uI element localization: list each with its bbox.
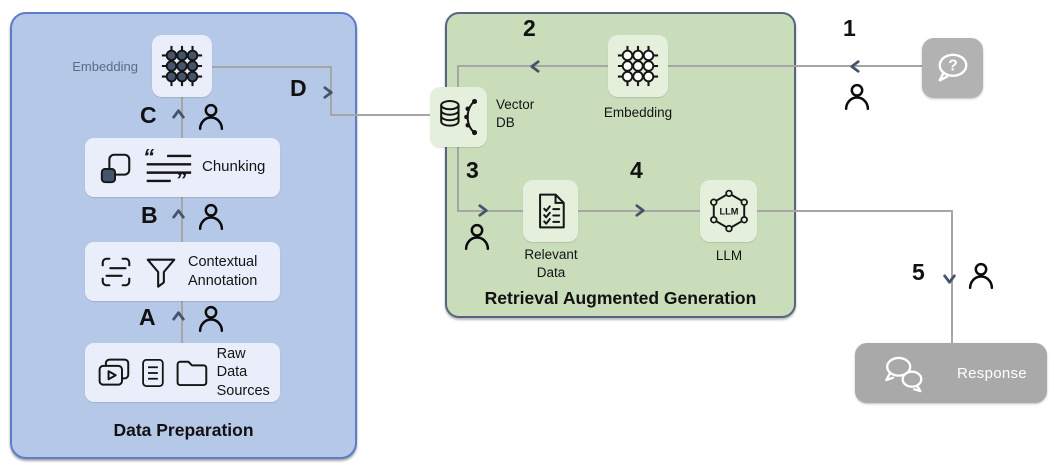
flow-marker-2: 2 [523, 15, 536, 41]
prep-flow-line [181, 97, 183, 344]
person-icon [967, 261, 995, 290]
llm-hexagon-icon: LLM [709, 189, 748, 233]
person-icon [197, 304, 225, 333]
svg-text:”: ” [175, 167, 187, 188]
chevron-right-icon [475, 203, 490, 218]
contextual-label-line2: Annotation [188, 272, 258, 289]
chunking-label: Chunking [202, 158, 266, 176]
flow-marker-1: 1 [843, 15, 856, 41]
response-label: Response [957, 364, 1027, 382]
relevant-to-llm-line [578, 210, 700, 212]
person-icon [463, 222, 491, 251]
chevron-right-icon [632, 203, 647, 218]
scan-text-icon [101, 257, 131, 286]
quoted-text-icon: “ ” [143, 148, 192, 188]
embedding-to-corner-line [212, 66, 331, 68]
svg-text:“: “ [143, 148, 155, 169]
query-node: ? [922, 38, 983, 98]
chevron-up-icon [171, 207, 186, 222]
llm-to-response-line [757, 210, 953, 212]
embedding-node-prep [152, 35, 212, 97]
embedding-label-rag: Embedding [603, 105, 673, 120]
chevron-down-icon [942, 271, 957, 286]
chat-bubbles-icon [885, 356, 923, 393]
vector-db-label: Vector DB [496, 96, 534, 131]
chevron-up-icon [171, 309, 186, 324]
chevron-left-icon [848, 59, 863, 74]
embedding-node-rag [608, 35, 668, 97]
video-files-icon [98, 358, 130, 386]
raw-label-line2: Sources [216, 382, 270, 399]
chevron-right-icon [320, 85, 335, 100]
neural-network-icon [161, 45, 203, 87]
d-connector-to-vectordb-line [330, 114, 432, 116]
contextual-label-line1: Contextual [188, 253, 258, 270]
svg-text:?: ? [948, 58, 957, 75]
flow-marker-5: 5 [912, 259, 925, 285]
stage-marker-a: A [139, 304, 156, 330]
person-icon [843, 82, 871, 111]
contextual-annotation-node: Contextual Annotation [85, 242, 280, 301]
checklist-document-icon [538, 193, 565, 229]
overlapping-blocks-icon [100, 153, 131, 183]
relevant-label-line1: Relevant [524, 247, 578, 262]
folder-icon [176, 360, 208, 387]
chunking-node: “ ” Chunking [85, 138, 280, 197]
chevron-up-icon [171, 107, 186, 122]
vector-db-label-line1: Vector [496, 97, 535, 112]
svg-text:LLM: LLM [719, 207, 738, 217]
flow-marker-4: 4 [630, 157, 643, 183]
stage-marker-d: D [290, 75, 307, 101]
filter-icon [146, 258, 176, 288]
person-icon [197, 202, 225, 231]
vector-db-icon [439, 98, 477, 136]
contextual-annotation-label: Contextual Annotation [188, 253, 257, 290]
stage-marker-b: B [141, 202, 158, 228]
raw-label-line1: Raw Data [216, 345, 248, 381]
relevant-label-line2: Data [536, 264, 566, 280]
relevant-data-label: Relevant Data [505, 246, 597, 281]
llm-label: LLM [715, 248, 743, 263]
person-icon [197, 102, 225, 131]
relevant-data-node [523, 180, 578, 242]
llm-node: LLM [700, 180, 757, 242]
question-bubble-icon: ? [938, 53, 967, 82]
chevron-left-icon [528, 59, 543, 74]
vector-db-node [430, 87, 487, 147]
vectordb-to-relevant-line [457, 210, 523, 212]
query-to-vectordb-line [458, 65, 922, 67]
stage-marker-c: C [140, 102, 157, 128]
neural-network-icon [617, 45, 659, 87]
raw-data-sources-label: Raw Data Sources [217, 345, 280, 401]
flow-marker-3: 3 [466, 157, 479, 183]
embedding-label-left: Embedding [72, 59, 138, 74]
raw-data-sources-node: Raw Data Sources [85, 343, 280, 402]
data-preparation-title: Data Preparation [113, 420, 254, 440]
vector-db-label-line2: DB [496, 114, 515, 130]
response-node: Response [855, 343, 1047, 403]
document-icon [142, 358, 164, 387]
rag-title: Retrieval Augmented Generation [484, 288, 757, 308]
